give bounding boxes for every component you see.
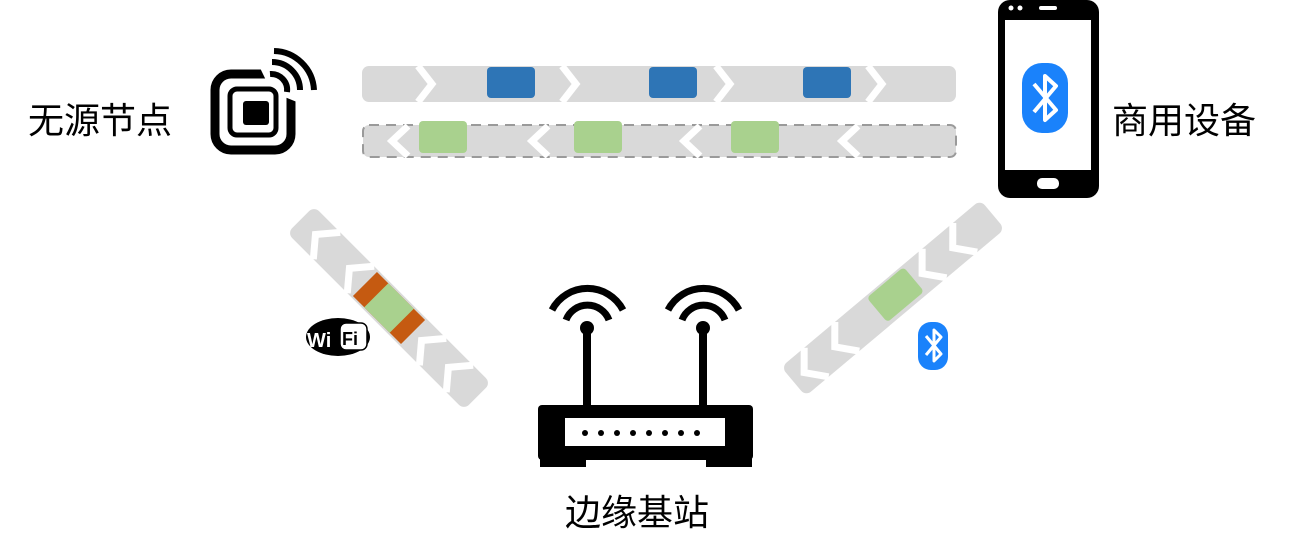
wifi-channel xyxy=(290,209,488,407)
direction-arrows xyxy=(800,223,978,381)
commercial-device-label: 商用设备 xyxy=(1112,101,1257,142)
wifi-logo-icon: Wi Fi xyxy=(306,318,370,356)
bluetooth-icon xyxy=(918,322,948,370)
data-packet xyxy=(868,268,923,321)
antenna-signal-right xyxy=(664,285,743,322)
bluetooth-icon xyxy=(1022,63,1068,133)
uplink-channel-to-device xyxy=(362,63,956,105)
direction-arrows-left xyxy=(386,123,861,159)
passive-node-label: 无源节点 xyxy=(28,101,173,142)
channel-bar xyxy=(362,124,957,158)
downlink-channel-from-device xyxy=(362,121,957,159)
data-packet xyxy=(731,121,779,153)
wifi-router-icon xyxy=(538,285,753,467)
status-lights xyxy=(582,430,700,436)
edge-base-station-label: 边缘基站 xyxy=(565,493,710,534)
passive-tag-icon xyxy=(210,48,317,155)
antenna-signal-left xyxy=(548,285,627,322)
data-packet xyxy=(419,121,467,153)
data-packet xyxy=(803,67,851,98)
wifi-packet-payload xyxy=(364,283,414,333)
direction-arrows-right xyxy=(415,63,887,105)
wifi-logo-text-fi: Fi xyxy=(342,329,358,349)
wifi-logo-text-wi: Wi xyxy=(307,330,331,352)
bluetooth-channel xyxy=(784,202,1002,394)
data-packet xyxy=(487,67,535,98)
data-packet xyxy=(649,67,697,98)
data-packet xyxy=(574,121,622,153)
smartphone-bluetooth-icon xyxy=(998,0,1099,198)
direction-arrows xyxy=(309,228,474,393)
